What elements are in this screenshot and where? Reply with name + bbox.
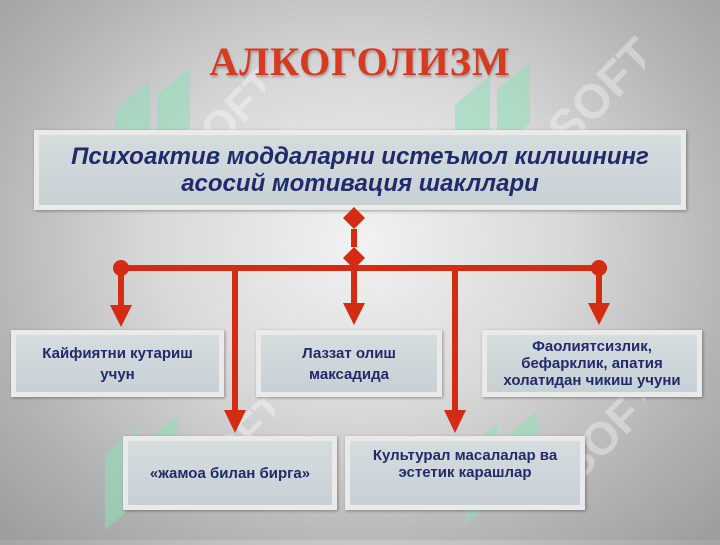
- arrow-to-box-2: [343, 271, 365, 325]
- box-2-line-2: максадида: [308, 365, 390, 383]
- box-2: Лаззат олиш максадида: [256, 330, 442, 397]
- box-1-line-1: Кайфиятни кутариш: [42, 344, 193, 362]
- box-3-line-3: холатидан чикиш учуни: [503, 372, 681, 389]
- box-1: Кайфиятни кутариш учун: [11, 330, 224, 397]
- box-3-content: Фаолиятсизлик, бефарклик, апатия холатид…: [487, 335, 697, 392]
- box-4-content: «жамоа билан бирга»: [128, 441, 332, 505]
- box-5-content: Культурал масалалар ва эстетик карашлар: [350, 441, 580, 505]
- main-box-line-2: асосий мотивация шакллари: [181, 170, 539, 197]
- main-box: Психоактив моддаларни истеъмол килишнинг…: [34, 130, 686, 210]
- box-2-line-1: Лаззат олиш: [302, 344, 396, 362]
- box-3-line-2: бефарклик, апатия: [521, 355, 663, 372]
- box-2-content: Лаззат олиш максадида: [261, 335, 437, 392]
- arrow-to-box-4: [224, 271, 246, 433]
- arrow-to-box-3: [588, 271, 610, 325]
- connector-diamond-middle: [343, 247, 365, 269]
- box-5: Культурал масалалар ва эстетик карашлар: [345, 436, 585, 510]
- box-4-line-1: «жамоа билан бирга»: [149, 464, 311, 482]
- main-box-line-1: Психоактив моддаларни истеъмол килишнинг: [71, 143, 649, 170]
- box-3: Фаолиятсизлик, бефарклик, апатия холатид…: [482, 330, 702, 397]
- box-1-line-2: учун: [100, 365, 135, 383]
- page-title: АЛКОГОЛИЗМ: [209, 39, 511, 84]
- box-3-line-1: Фаолиятсизлик,: [532, 338, 652, 355]
- connector-dot-left: [113, 260, 129, 276]
- box-4: «жамоа билан бирга»: [123, 436, 337, 510]
- connector-stem: [351, 229, 357, 247]
- connector-dot-right: [591, 260, 607, 276]
- box-5-line-2: эстетик карашлар: [398, 464, 532, 481]
- main-box-content: Психоактив моддаларни истеъмол килишнинг…: [39, 135, 681, 205]
- connector-diamond-top: [343, 207, 365, 229]
- connector-horizontal-bar: [121, 265, 599, 271]
- box-5-line-1: Культурал масалалар ва: [372, 447, 558, 464]
- arrow-to-box-5: [444, 271, 466, 433]
- box-1-content: Кайфиятни кутариш учун: [16, 335, 219, 392]
- arrow-to-box-1: [110, 271, 132, 327]
